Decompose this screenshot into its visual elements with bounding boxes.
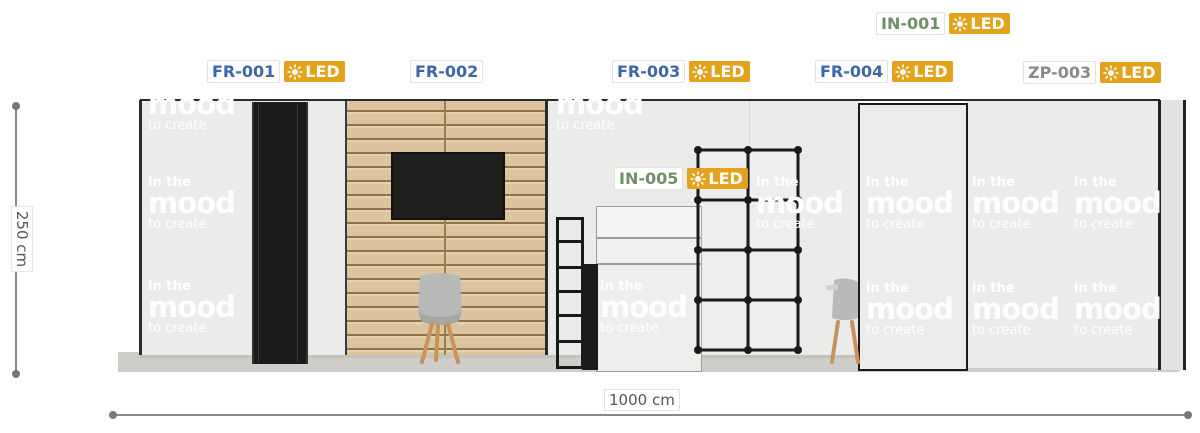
tv-screen xyxy=(391,152,505,220)
product-code: IN-001 xyxy=(876,12,946,35)
dimension-dot xyxy=(12,102,20,110)
sun-icon xyxy=(895,63,912,80)
product-code: FR-002 xyxy=(410,60,484,83)
sun-icon xyxy=(690,170,707,187)
dimension-dot xyxy=(1184,411,1192,419)
tag-fr001[interactable]: FR-001 LED xyxy=(207,60,345,83)
tag-zp003[interactable]: ZP-003 LED xyxy=(1023,61,1161,84)
chair-left xyxy=(418,273,462,364)
sun-icon xyxy=(692,63,709,80)
wall-panel-1 xyxy=(140,100,345,355)
led-badge: LED xyxy=(892,61,953,82)
sun-icon xyxy=(952,15,969,32)
tag-in005[interactable]: IN-005 LED xyxy=(614,167,748,190)
frame-top xyxy=(140,99,1160,101)
wood-wall-edge xyxy=(545,100,548,355)
tag-fr002[interactable]: FR-002 xyxy=(410,60,484,83)
product-code: FR-003 xyxy=(612,60,686,83)
width-dimension-line xyxy=(113,414,1188,416)
product-code: FR-004 xyxy=(815,60,889,83)
dimension-dot xyxy=(12,370,20,378)
led-badge: LED xyxy=(284,61,345,82)
black-column xyxy=(252,102,308,364)
black-column-rail xyxy=(297,104,298,362)
wood-slat-gap xyxy=(444,100,446,355)
tag-fr004[interactable]: FR-004 LED xyxy=(815,60,953,83)
counter-base xyxy=(596,264,702,372)
shelf-board xyxy=(556,266,584,269)
sun-icon xyxy=(287,63,304,80)
sun-icon xyxy=(1103,64,1119,81)
dimension-dot xyxy=(109,411,117,419)
counter-top xyxy=(596,206,702,238)
height-dimension-label: 250 cm xyxy=(11,205,34,273)
shelf-board xyxy=(556,240,584,243)
counter-back xyxy=(582,264,598,370)
product-code: IN-005 xyxy=(614,167,684,190)
wood-wall-edge-left xyxy=(345,100,347,355)
wall-panel-5 xyxy=(966,100,1158,368)
product-code: FR-001 xyxy=(207,60,281,83)
led-badge: LED xyxy=(949,13,1010,34)
frame-edge-right xyxy=(1158,100,1186,370)
led-badge: LED xyxy=(687,168,748,189)
tall-panel-in001 xyxy=(858,103,968,371)
counter-mid xyxy=(596,238,702,264)
shelf-board xyxy=(556,314,584,317)
led-badge: LED xyxy=(1100,62,1161,83)
shelf-unit xyxy=(556,217,584,369)
shelf-board xyxy=(556,290,584,293)
led-badge: LED xyxy=(689,61,750,82)
shelf-board xyxy=(556,340,584,343)
black-column-rail xyxy=(258,104,259,362)
tag-fr003[interactable]: FR-003 LED xyxy=(612,60,750,83)
tag-in001[interactable]: IN-001 LED xyxy=(876,12,1010,35)
product-code: ZP-003 xyxy=(1023,61,1097,84)
chair-right xyxy=(826,278,860,364)
width-dimension-label: 1000 cm xyxy=(604,389,680,411)
frame-edge-left xyxy=(139,100,142,355)
